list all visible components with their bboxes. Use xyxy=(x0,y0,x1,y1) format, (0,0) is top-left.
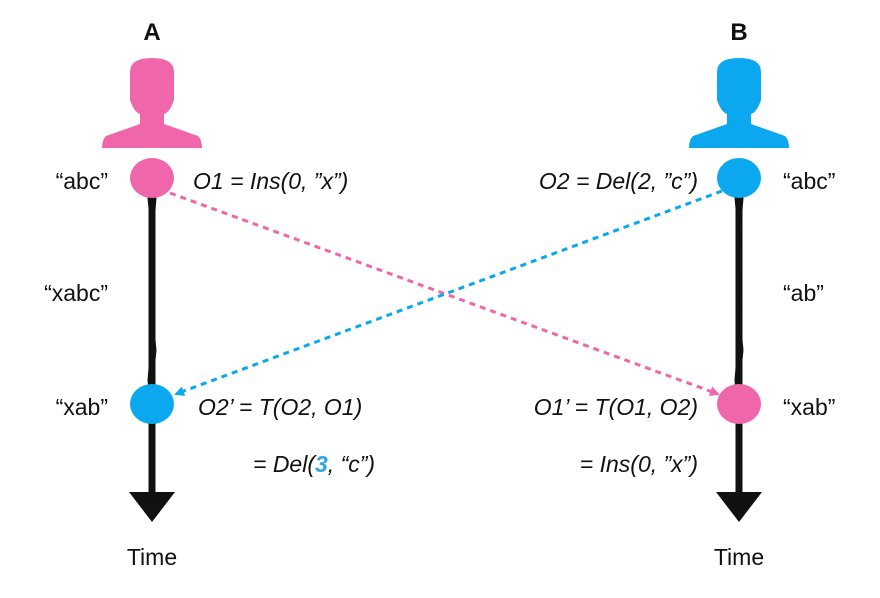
site-a-name: A xyxy=(143,19,160,46)
site-b-time-label: Time xyxy=(714,544,764,570)
site-b-timeline xyxy=(734,192,744,504)
site-a-event-o2-transformed xyxy=(130,384,174,424)
site-b-final-state: “xab” xyxy=(783,394,835,420)
site-b-transform-result: = Ins(0, ”x”) xyxy=(580,451,698,477)
site-a-person-icon xyxy=(102,58,202,148)
site-b-event-o2 xyxy=(717,158,761,198)
site-a-middle-state: “xabc” xyxy=(44,280,108,306)
site-a-time-label: Time xyxy=(127,544,177,570)
site-b-timeline-arrowhead xyxy=(716,492,762,522)
site-a-transform: O2’ = T(O2, O1) xyxy=(198,394,362,420)
site-a-operation: O1 = Ins(0, ”x”) xyxy=(193,168,348,194)
site-a-timeline-arrowhead xyxy=(129,492,175,522)
o1-message-arrow xyxy=(169,191,720,396)
site-b-event-o1-transformed xyxy=(717,384,761,424)
site-b-name: B xyxy=(730,19,747,46)
site-a-final-state: “xab” xyxy=(56,394,108,420)
site-a-result-prefix: = Del( xyxy=(253,451,317,477)
site-a-timeline xyxy=(147,192,157,504)
site-a-initial-state: “abc” xyxy=(56,168,108,194)
site-b-middle-state: “ab” xyxy=(783,280,824,306)
site-a-transform-result: = Del(3, “c”) xyxy=(253,451,375,477)
site-b-person-icon xyxy=(689,58,789,148)
site-b-operation: O2 = Del(2, ”c”) xyxy=(539,168,698,194)
site-b-initial-state: “abc” xyxy=(783,168,835,194)
o2-message-arrow xyxy=(174,189,723,396)
site-b-transform: O1’ = T(O1, O2) xyxy=(534,394,698,420)
site-a-result-suffix: , “c”) xyxy=(328,451,375,477)
site-a-event-o1 xyxy=(130,158,174,198)
site-a-result-highlight: 3 xyxy=(315,451,328,477)
